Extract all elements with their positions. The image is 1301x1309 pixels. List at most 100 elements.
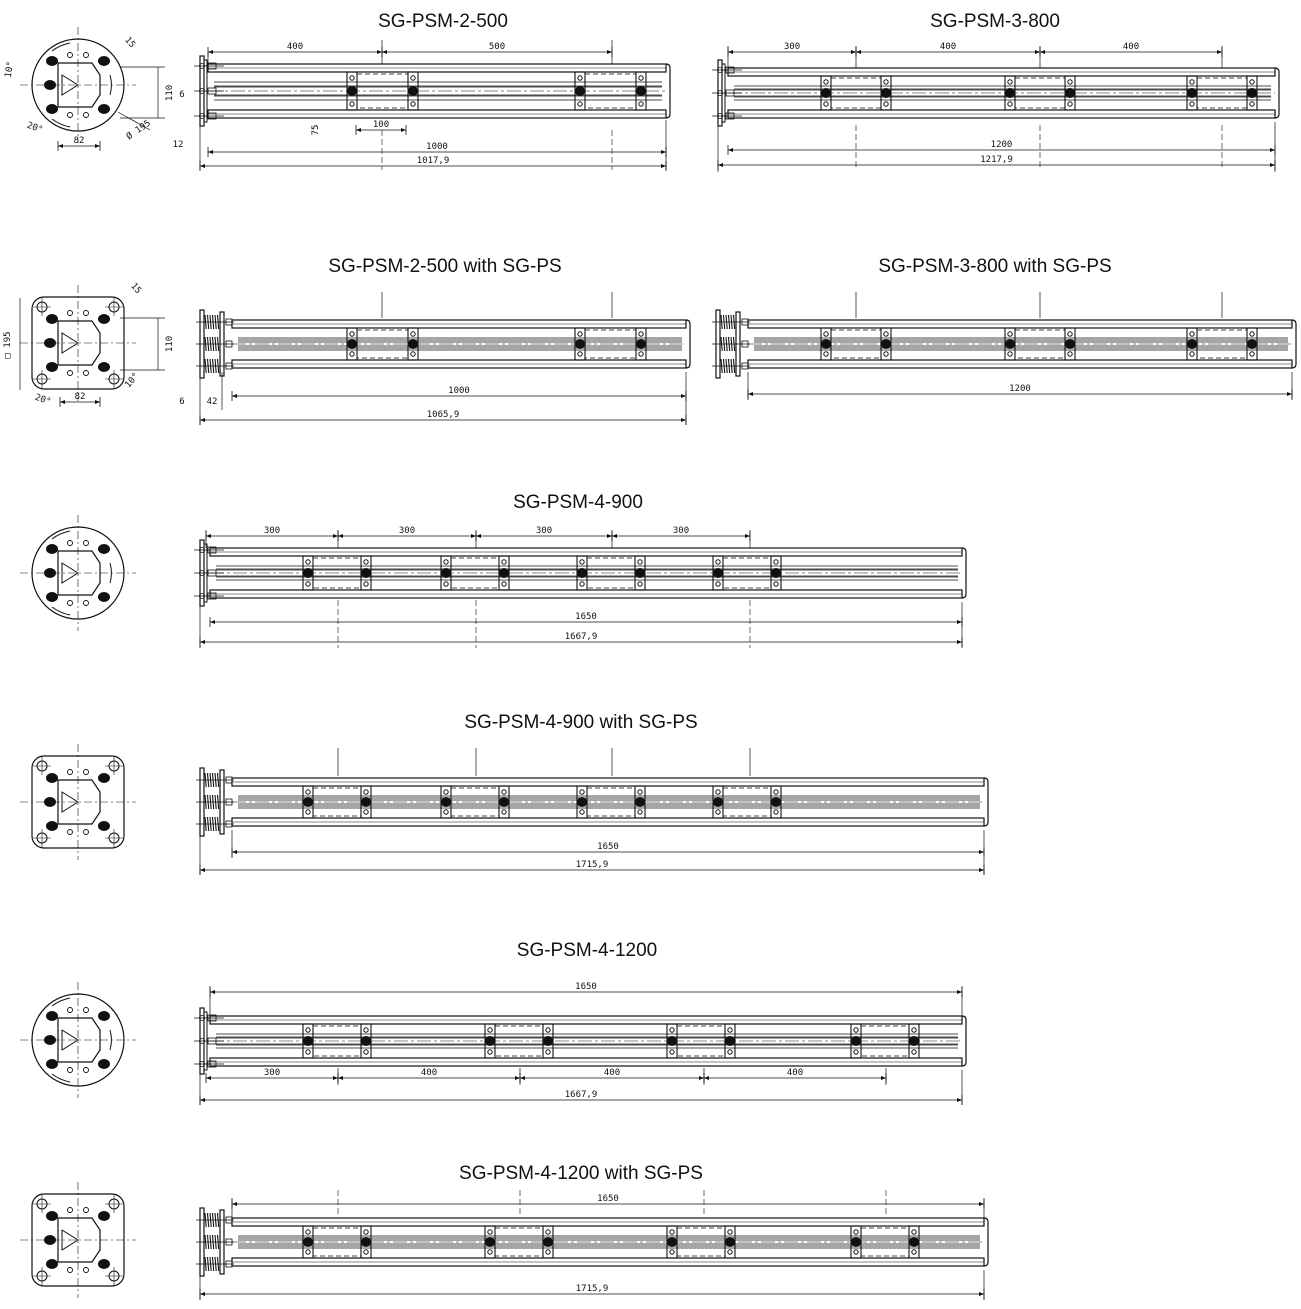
clamp-bolt [823, 79, 829, 85]
small-hole [83, 829, 89, 835]
clamp-bolt [363, 1027, 369, 1033]
arrowhead [979, 850, 984, 854]
clamp-bolt [727, 1027, 733, 1033]
bolt-head [98, 1011, 110, 1021]
dimension-label: 300 [784, 42, 800, 52]
arrowhead [200, 1098, 205, 1102]
clamp-bolt [715, 581, 721, 587]
bolt [199, 570, 205, 576]
small-hole [67, 1007, 73, 1013]
bolt-head [98, 362, 110, 372]
clamp-bolt [443, 809, 449, 815]
arrowhead [206, 1076, 211, 1080]
small-hole [67, 310, 73, 316]
clamp-bolt [499, 568, 509, 578]
arrowhead [745, 534, 750, 538]
bolt-head [46, 1259, 58, 1269]
dimension-label: 500 [489, 42, 505, 52]
clamp-bolt [487, 1249, 493, 1255]
clamp-bolt [1249, 351, 1255, 357]
clamp-bolt [347, 86, 357, 96]
arrowhead [607, 50, 612, 54]
clamp-bolt [727, 1049, 733, 1055]
clamp-bolt [635, 568, 645, 578]
clamp-bolt [303, 1237, 313, 1247]
small-hole [83, 52, 89, 58]
slot [51, 42, 71, 52]
clamp-bolt [1067, 331, 1073, 337]
section-box [1196, 77, 1248, 109]
clamp-wedge [61, 1229, 79, 1251]
dimension-label: 110 [165, 336, 175, 352]
clamp-bolt [1005, 339, 1015, 349]
clamp-bolt [361, 797, 371, 807]
dimension-label: 75 [311, 125, 321, 136]
arrowhead [333, 1076, 338, 1080]
outline [225, 362, 233, 370]
outline [225, 820, 233, 828]
section-box [584, 329, 637, 359]
clamp-bolt [545, 1229, 551, 1235]
dimension-label: 1650 [575, 612, 597, 622]
beam-end [961, 547, 967, 599]
small-hole [67, 112, 73, 118]
small-hole [83, 112, 89, 118]
clamp-bolt [410, 351, 416, 357]
clamp-bolt [727, 1249, 733, 1255]
clamp-bolt [713, 568, 723, 578]
bolt-head [44, 1035, 56, 1045]
clamp-bolt [911, 1049, 917, 1055]
bolt-head [98, 1211, 110, 1221]
bolt-head [98, 314, 110, 324]
clamp-bolt [1247, 339, 1257, 349]
clamp-bolt [305, 581, 311, 587]
clamp-bolt [579, 581, 585, 587]
square-base-plate-view [20, 1182, 136, 1298]
clamp-bolt [713, 797, 723, 807]
clamp-bolt [545, 1027, 551, 1033]
clamp-bolt [669, 1249, 675, 1255]
drawing-title: SG-PSM-4-1200 [516, 940, 658, 961]
clamp-bolt [853, 1249, 859, 1255]
bolt-head [98, 821, 110, 831]
small-hole [67, 1067, 73, 1073]
outline [741, 340, 749, 348]
section-box [1014, 77, 1066, 109]
arrowhead [95, 144, 100, 148]
arrowhead [1035, 50, 1040, 54]
section-box [830, 329, 882, 359]
dimension-label: 15 [122, 35, 137, 50]
arrowhead [704, 1076, 709, 1080]
beam-end [961, 1015, 967, 1067]
clamp-bolt [305, 1049, 311, 1055]
clamp-bolt [823, 101, 829, 107]
clamp-bolt [441, 797, 451, 807]
clamp-bolt [1007, 101, 1013, 107]
dimension-label: 20° [33, 393, 52, 408]
clamp-bolt [347, 339, 357, 349]
clamp-wedge [61, 74, 79, 96]
outline [741, 318, 749, 326]
bolt [199, 113, 205, 119]
bolt-head [98, 544, 110, 554]
bolt-head [98, 773, 110, 783]
arrowhead [979, 1202, 984, 1206]
section-box [312, 1025, 362, 1057]
bolt-head [44, 338, 56, 348]
clamp-bolt [485, 1237, 495, 1247]
clamp-bolt [1007, 79, 1013, 85]
section-box [1014, 329, 1066, 359]
outline [207, 592, 217, 600]
slot [51, 606, 71, 616]
clamp-bolt [349, 331, 355, 337]
bolt-head [44, 797, 56, 807]
clamp-bolt [883, 351, 889, 357]
section-box [722, 557, 772, 589]
clamp-bolt [883, 101, 889, 107]
clamp-wedge [61, 791, 79, 813]
clamp-bolt [911, 1249, 917, 1255]
dimension-label: 1667,9 [565, 1090, 598, 1100]
bolt-head [98, 1259, 110, 1269]
small-hole [83, 1207, 89, 1213]
